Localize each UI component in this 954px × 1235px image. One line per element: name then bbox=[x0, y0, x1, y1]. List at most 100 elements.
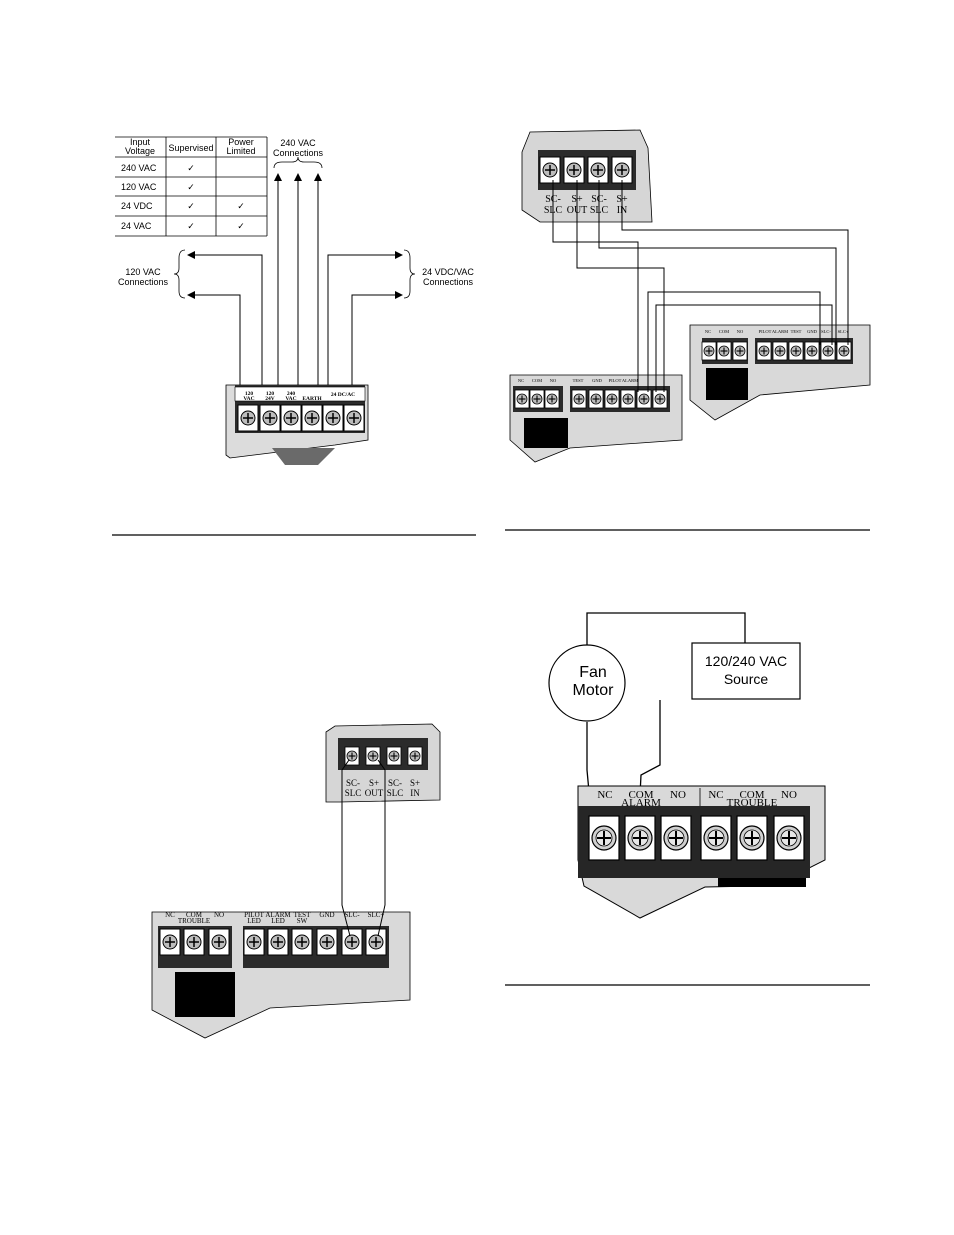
check-mark: ✓ bbox=[187, 182, 195, 192]
check-mark: ✓ bbox=[237, 221, 245, 231]
screw-terminal bbox=[237, 404, 259, 432]
board-label: NC bbox=[165, 911, 175, 919]
svg-text:PILOT: PILOT bbox=[609, 378, 622, 383]
vac-source bbox=[691, 642, 801, 700]
svg-text:TEST: TEST bbox=[573, 378, 584, 383]
terminal-label: SC- bbox=[388, 778, 402, 788]
board-label: SLC+ bbox=[368, 911, 385, 919]
board-label: ALARM bbox=[265, 911, 291, 919]
check-mark: ✓ bbox=[187, 163, 195, 173]
terminal-label-earth: EARTH bbox=[302, 396, 322, 402]
svg-text:NO: NO bbox=[550, 378, 557, 383]
board-label: LED bbox=[271, 917, 285, 925]
svg-text:Source: Source bbox=[724, 671, 769, 687]
svg-text:TEST: TEST bbox=[791, 329, 802, 334]
svg-text:SLC: SLC bbox=[387, 788, 404, 798]
diagram-slc-daisy-chain: SC- SLC S+ OUT SC- SLC S+ IN NC COM NO P… bbox=[509, 129, 871, 463]
power-terminal-block: 120 VAC 120 24V 240 VAC EARTH 24 DC/AC bbox=[225, 384, 369, 465]
relay-label-com: COM bbox=[739, 789, 764, 801]
diagram-fan-motor: Fan Motor 120/240 VAC Source NC COM ALAR… bbox=[548, 612, 826, 919]
board-label: PILOT bbox=[244, 911, 265, 919]
terminal-label: 120 bbox=[266, 391, 275, 397]
label-24vdcvac: 24 VDC/VAC bbox=[422, 267, 474, 277]
label-120vac: 120 VAC bbox=[125, 267, 161, 277]
slc-wires-single bbox=[341, 759, 386, 937]
board-label: NO bbox=[214, 911, 224, 919]
screw-terminal bbox=[773, 815, 805, 861]
svg-text:ALARM: ALARM bbox=[622, 378, 638, 383]
table-cell: 120 VAC bbox=[121, 182, 157, 192]
svg-text:VAC: VAC bbox=[243, 396, 254, 402]
terminal-label: S+ bbox=[369, 778, 379, 788]
svg-text:Voltage: Voltage bbox=[125, 146, 155, 156]
svg-text:VAC: VAC bbox=[285, 396, 296, 402]
check-mark: ✓ bbox=[237, 201, 245, 211]
table-header-limited: Power bbox=[228, 137, 254, 147]
relay-label-no: NO bbox=[781, 789, 797, 801]
vac-source-label: 120/240 VAC bbox=[705, 653, 787, 669]
relay-terminal-block: NC COM ALARM NO NC COM TROUBLE NO bbox=[577, 785, 826, 919]
svg-text:ALARM: ALARM bbox=[772, 329, 788, 334]
terminal-label: S+ bbox=[410, 778, 420, 788]
table-header-supervised: Supervised bbox=[168, 143, 213, 153]
board-label: LED bbox=[247, 917, 261, 925]
relay-label-trouble: TROUBLE bbox=[727, 797, 778, 809]
svg-text:Connections: Connections bbox=[273, 148, 324, 158]
svg-text:PILOT: PILOT bbox=[759, 329, 772, 334]
relay-label-com: COM bbox=[628, 789, 653, 801]
voltage-table: Input Voltage Supervised Power Limited 2… bbox=[115, 136, 268, 237]
svg-text:Motor: Motor bbox=[573, 682, 615, 699]
board-label: SW bbox=[297, 917, 308, 925]
svg-text:IN: IN bbox=[410, 788, 420, 798]
table-cell: 240 VAC bbox=[121, 163, 157, 173]
brace-120 bbox=[173, 249, 186, 299]
screw-terminal bbox=[700, 815, 732, 861]
terminal-label-24: 24 DC/AC bbox=[331, 392, 355, 398]
relay-label-no: NO bbox=[670, 789, 686, 801]
fan-motor bbox=[548, 644, 626, 722]
relay-label-alarm: ALARM bbox=[621, 797, 661, 809]
svg-text:NO: NO bbox=[737, 329, 744, 334]
table-header-voltage: Input bbox=[130, 137, 151, 147]
screw-terminal bbox=[736, 815, 768, 861]
relay-label-nc: NC bbox=[708, 789, 723, 801]
svg-text:Connections: Connections bbox=[423, 277, 474, 287]
slc-wires bbox=[552, 180, 849, 392]
svg-text:GND: GND bbox=[807, 329, 817, 334]
terminal-label: SC- bbox=[346, 778, 360, 788]
diagram-slc-single: SC- SLC S+ OUT SC- SLC S+ IN NC COM TROU… bbox=[151, 723, 441, 1039]
brace-24 bbox=[403, 249, 416, 299]
svg-text:COM: COM bbox=[532, 378, 542, 383]
svg-text:SLC-: SLC- bbox=[821, 329, 831, 334]
terminal-label: 240 bbox=[287, 391, 296, 397]
power-wires bbox=[187, 173, 403, 396]
label-240vac: 240 VAC bbox=[280, 138, 316, 148]
svg-text:OUT: OUT bbox=[365, 788, 384, 798]
screw-terminal bbox=[259, 404, 281, 432]
screw-terminal bbox=[301, 404, 323, 432]
svg-text:GND: GND bbox=[592, 378, 602, 383]
screw-terminal bbox=[280, 404, 302, 432]
board-label: SLC- bbox=[344, 911, 360, 919]
screw-terminal bbox=[588, 815, 620, 861]
screw-terminal bbox=[322, 404, 344, 432]
svg-text:NC: NC bbox=[705, 329, 711, 334]
board-label: GND bbox=[319, 911, 334, 919]
relay-label-nc: NC bbox=[597, 789, 612, 801]
screw-terminal bbox=[660, 815, 692, 861]
screw-terminal bbox=[343, 404, 365, 432]
board-label: TROUBLE bbox=[178, 917, 210, 925]
svg-text:24V: 24V bbox=[265, 396, 275, 402]
diagram-power-connections: Input Voltage Supervised Power Limited 2… bbox=[115, 136, 474, 465]
check-mark: ✓ bbox=[187, 201, 195, 211]
brace-240 bbox=[273, 156, 323, 169]
svg-text:Limited: Limited bbox=[226, 146, 255, 156]
table-cell: 24 VDC bbox=[121, 201, 153, 211]
terminal-label: 120 bbox=[245, 391, 254, 397]
check-mark: ✓ bbox=[187, 221, 195, 231]
table-cell: 24 VAC bbox=[121, 221, 152, 231]
screw-terminal bbox=[624, 815, 656, 861]
board-label: COM bbox=[186, 911, 203, 919]
board-label: TEST bbox=[294, 911, 311, 919]
